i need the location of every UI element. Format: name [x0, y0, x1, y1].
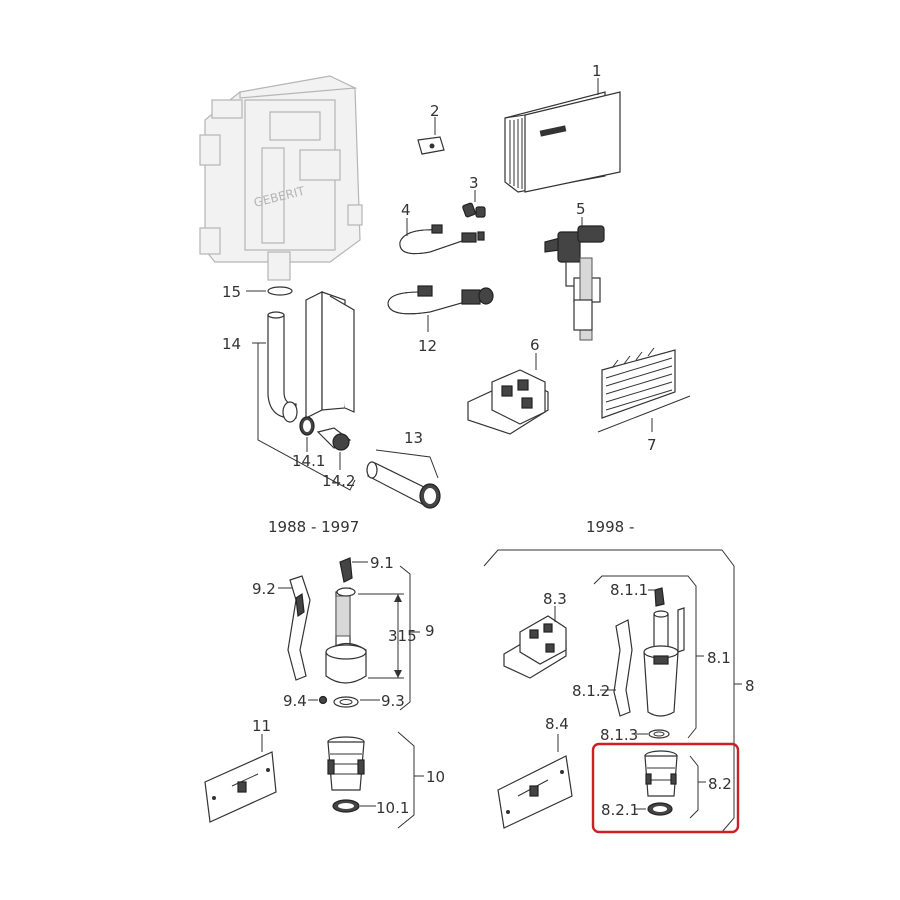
label-2: 2	[430, 102, 440, 120]
label-15: 15	[222, 283, 241, 301]
label-9-4: 9.4	[283, 692, 307, 710]
label-1: 1	[592, 62, 602, 80]
label-8-2: 8.2	[708, 775, 732, 793]
part-3: 3	[462, 174, 486, 218]
label-9-2: 9.2	[252, 580, 276, 598]
header-1988-1997: 1988 - 1997	[268, 518, 359, 536]
label-9-1: 9.1	[370, 554, 394, 572]
label-9-3: 9.3	[381, 692, 405, 710]
label-11: 11	[252, 717, 271, 735]
part-13: 13	[366, 429, 441, 509]
label-14-2: 14.2	[322, 472, 355, 490]
part-8-group: 8	[483, 549, 755, 833]
part-8-2-highlighted: 8.2 8.2.1	[591, 742, 740, 834]
part-9: 315 9 9.1 9.2 9.3 9.4	[252, 554, 435, 711]
part-14-2: 14.2	[316, 427, 355, 490]
label-3: 3	[469, 174, 479, 192]
label-14: 14	[222, 335, 241, 353]
part-14: 14	[222, 291, 356, 491]
part-2: 2	[417, 102, 445, 155]
label-12: 12	[418, 337, 437, 355]
label-13: 13	[404, 429, 423, 447]
label-8-4: 8.4	[545, 715, 569, 733]
part-1: 1	[504, 62, 621, 193]
label-10-1: 10.1	[376, 799, 409, 817]
label-7: 7	[647, 436, 657, 454]
label-8-1: 8.1	[707, 649, 731, 667]
part-8-3: 8.3	[503, 590, 567, 679]
label-10: 10	[426, 768, 445, 786]
highlight-box	[591, 742, 740, 834]
label-dim-315: 315	[388, 627, 417, 645]
part-10: 10 10.1	[327, 731, 445, 829]
label-9: 9	[425, 622, 435, 640]
part-5: 5	[544, 200, 605, 341]
part-7: 7	[597, 347, 691, 454]
part-12: 12	[387, 285, 494, 355]
part-15: 15	[222, 283, 293, 301]
cistern-frame: GEBERIT	[199, 75, 363, 281]
label-8-3: 8.3	[543, 590, 567, 608]
part-14-1: 14.1	[292, 416, 325, 470]
part-11: 11	[204, 717, 277, 823]
label-8-1-3: 8.1.3	[600, 726, 638, 744]
part-8-4: 8.4	[497, 715, 573, 829]
part-4: 4	[399, 201, 485, 255]
label-5: 5	[576, 200, 586, 218]
part-6: 6	[467, 336, 549, 435]
part-8-1: 8.1 8.1.1 8.1.2 8.1.3	[572, 575, 731, 744]
label-4: 4	[401, 201, 411, 219]
label-8: 8	[745, 677, 755, 695]
label-6: 6	[530, 336, 540, 354]
header-1998: 1998 -	[586, 518, 634, 536]
label-8-1-1: 8.1.1	[610, 581, 648, 599]
label-8-2-1: 8.2.1	[601, 801, 639, 819]
label-14-1: 14.1	[292, 452, 325, 470]
label-8-1-2: 8.1.2	[572, 682, 610, 700]
